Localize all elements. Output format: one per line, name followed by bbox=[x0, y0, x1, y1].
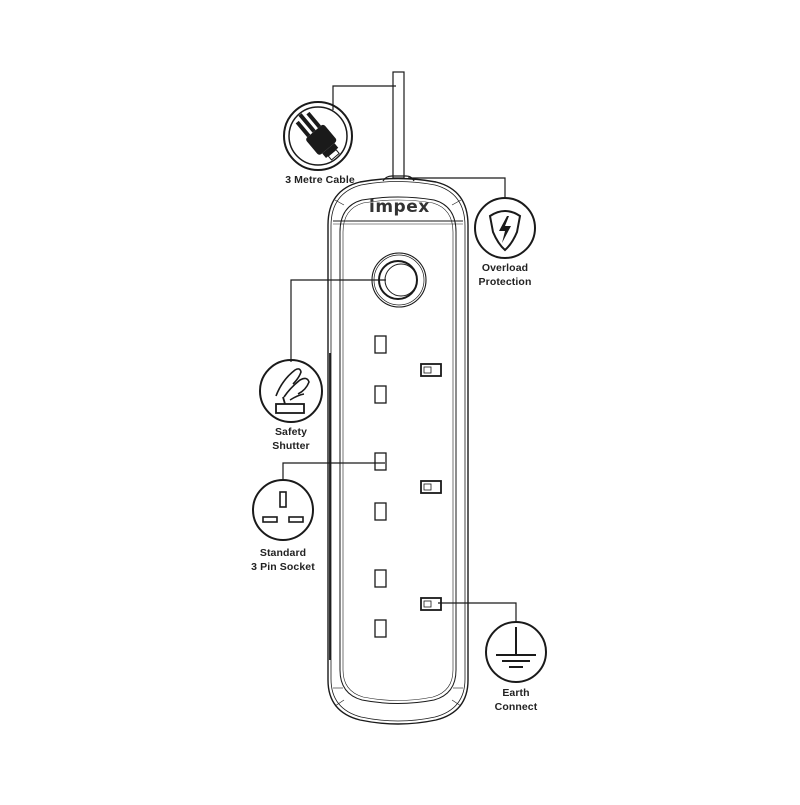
label-line: Standard bbox=[259, 547, 307, 559]
socket-3 bbox=[374, 569, 442, 638]
leader-earth bbox=[438, 602, 517, 622]
label-line: Safety bbox=[274, 426, 308, 438]
socket-1 bbox=[374, 335, 442, 404]
earth-ground-icon bbox=[485, 621, 547, 683]
label-line: Connect bbox=[494, 701, 538, 713]
three-pin-socket-icon bbox=[252, 479, 314, 541]
brand-logo: impex bbox=[369, 197, 430, 217]
label-safety-shutter: Safety Shutter bbox=[241, 425, 341, 453]
label-line: Shutter bbox=[272, 440, 310, 452]
hand-shutter-icon bbox=[259, 359, 323, 423]
label-line: 3 Pin Socket bbox=[251, 561, 315, 573]
label-3-metre-cable: 3 Metre Cable bbox=[260, 173, 380, 187]
label-earth-connect: Earth Connect bbox=[466, 686, 566, 714]
label-line: Protection bbox=[478, 276, 532, 288]
lightning-shield-icon bbox=[474, 197, 536, 259]
leader-shutter bbox=[290, 279, 386, 362]
label-overload-protection: Overload Protection bbox=[455, 261, 555, 289]
plug-icon bbox=[283, 101, 353, 171]
label-line: Earth bbox=[502, 687, 530, 699]
socket-2 bbox=[374, 452, 442, 521]
leader-cable bbox=[332, 85, 396, 110]
label-line: 3 Metre Cable bbox=[285, 174, 355, 186]
leader-socket bbox=[282, 462, 385, 481]
leader-overload bbox=[408, 177, 506, 197]
power-strip-body bbox=[327, 177, 469, 725]
cable bbox=[382, 71, 415, 182]
label-standard-3-pin-socket: Standard 3 Pin Socket bbox=[233, 546, 333, 574]
label-line: Overload bbox=[481, 262, 529, 274]
